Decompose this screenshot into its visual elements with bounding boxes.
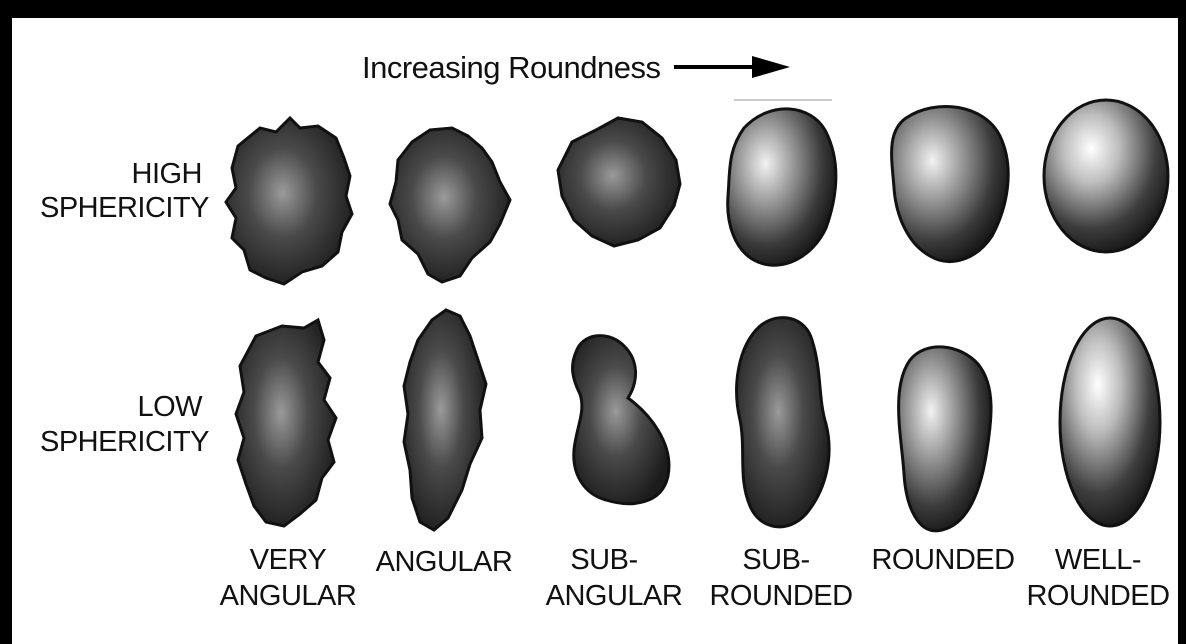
column-label-very-angular-line1: VERY <box>218 546 358 575</box>
grain-high-angular <box>390 128 510 282</box>
column-label-angular: ANGULAR <box>364 548 524 577</box>
row-label-high-line2: SPHERICITY <box>40 194 202 223</box>
column-label-well-rounded-line2: ROUNDED <box>1012 582 1184 611</box>
column-label-sub-rounded-line2: ROUNDED <box>696 582 866 611</box>
column-label-sub-angular-line1: SUB- <box>544 546 664 575</box>
row-label-high-line1: HIGH <box>82 160 202 189</box>
grain-low-rounded <box>899 347 991 531</box>
grain-low-well-rounded <box>1060 318 1160 526</box>
grain-high-sub-rounded <box>728 109 836 265</box>
grain-high-well-rounded <box>1044 100 1168 252</box>
grain-high-sub-angular <box>558 118 680 246</box>
grain-low-sub-angular <box>573 336 669 504</box>
column-label-sub-rounded-line1: SUB- <box>716 546 836 575</box>
column-label-well-rounded-line1: WELL- <box>1028 546 1168 575</box>
column-label-very-angular-line2: ANGULAR <box>200 582 376 611</box>
grain-low-sub-rounded <box>737 318 829 527</box>
column-label-sub-angular-line2: ANGULAR <box>534 582 694 611</box>
column-label-rounded: ROUNDED <box>858 546 1028 575</box>
row-label-low-line1: LOW <box>82 393 202 422</box>
diagram-title: Increasing Roundness <box>362 52 660 83</box>
grain-low-very-angular <box>236 320 336 526</box>
grain-high-rounded <box>892 106 1009 261</box>
grain-low-angular <box>404 310 486 530</box>
row-label-low-line2: SPHERICITY <box>40 428 202 457</box>
grain-high-very-angular <box>226 118 352 284</box>
right-arrow-icon <box>672 54 792 80</box>
